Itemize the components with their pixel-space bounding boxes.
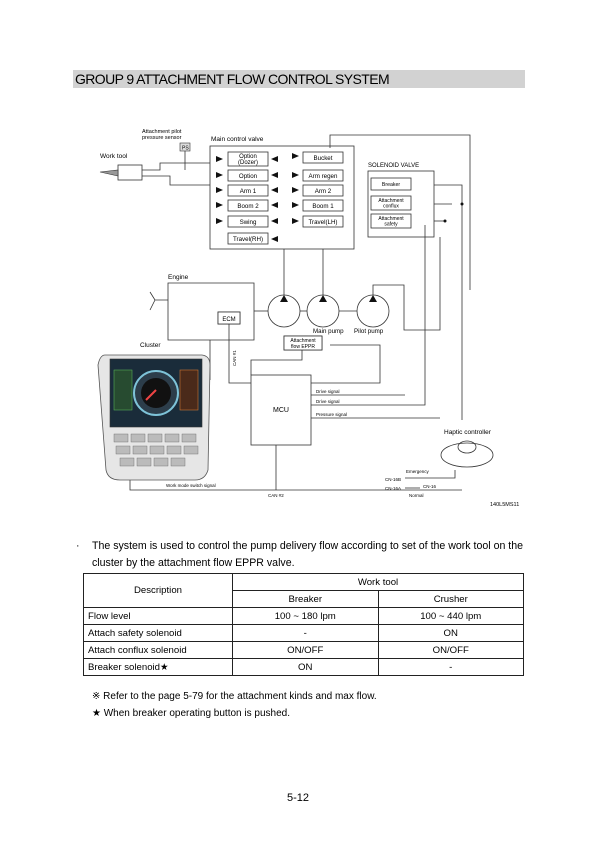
normal-label: Normal — [409, 493, 424, 498]
work-tool-label: Work tool — [100, 153, 128, 160]
ps-label-2: pressure sensor — [142, 135, 182, 141]
table-row: Attach safety solenoid - ON — [83, 624, 524, 642]
solenoid-safety-2: safety — [384, 222, 398, 228]
ps-label-1: Attachment pilot — [142, 129, 182, 135]
valve-option-dozer-2: (Dozer) — [238, 160, 258, 166]
row-label: Breaker solenoid★ — [83, 658, 233, 676]
drive-signal-2: Drive signal — [316, 399, 340, 404]
engine-fan — [149, 291, 168, 311]
attachment-flow-diagram: Attachment pilot pressure sensor PS Main… — [97, 129, 519, 508]
cluster-display[interactable] — [97, 354, 211, 481]
cn16b-label: CN-16B — [385, 477, 401, 482]
valve-boom2: Boom 2 — [237, 203, 259, 210]
valve-arm2: Arm 2 — [315, 188, 332, 195]
drive-signal-1: Drive signal — [316, 389, 340, 394]
solenoid-conflux-2: conflux — [383, 204, 399, 210]
pressure-sensor — [179, 142, 191, 152]
description-text: The system is used to control the pump d… — [92, 540, 524, 569]
main-control-valve-label: Main control valve — [211, 136, 264, 143]
description-bullet: · — [76, 540, 80, 552]
table-row: Flow level 100 ~ 180 lpm 100 ~ 440 lpm — [83, 607, 524, 625]
section-header: GROUP 9 ATTACHMENT FLOW CONTROL SYSTEM — [73, 70, 525, 88]
valve-travel-rh: Travel(RH) — [233, 236, 263, 243]
notes: ※ Refer to the page 5-79 for the attachm… — [92, 688, 377, 722]
row-value: ON — [377, 624, 524, 642]
engine-box — [167, 282, 255, 341]
main-pump-label: Main pump — [313, 328, 344, 335]
row-value: ON/OFF — [377, 641, 524, 659]
row-value: - — [377, 658, 524, 676]
column-breaker: Breaker — [232, 590, 379, 608]
row-value: 100 ~ 440 lpm — [377, 607, 524, 625]
row-value: 100 ~ 180 lpm — [232, 607, 379, 625]
description: · The system is used to control the pump… — [76, 538, 528, 572]
ps-tag: PS — [182, 146, 189, 152]
row-label: Attach conflux solenoid — [83, 641, 233, 659]
solenoid-breaker: Breaker — [382, 182, 400, 188]
row-value: ON/OFF — [232, 641, 379, 659]
valve-travel-lh: Travel(LH) — [309, 219, 338, 226]
work-mode-signal-label: Work mode switch signal — [166, 483, 216, 488]
haptic-controller[interactable] — [440, 442, 494, 468]
valve-arm-regen: Arm regen — [309, 173, 338, 180]
note-breaker: ★ When breaker operating button is pushe… — [92, 708, 290, 719]
description-header: Description — [83, 573, 233, 608]
row-label: Attach safety solenoid — [83, 624, 233, 642]
row-label: Flow level — [83, 607, 233, 625]
table-row: Attach conflux solenoid ON/OFF ON/OFF — [83, 641, 524, 659]
main-control-valve-box — [209, 145, 355, 250]
valve-arm1: Arm 1 — [240, 188, 257, 195]
solenoid-safety-1: Attachment — [378, 216, 404, 222]
eppr-label-2: flow EPPR — [291, 344, 315, 350]
pressure-signal: Pressure signal — [316, 412, 347, 417]
work-tool-tip — [99, 169, 119, 177]
cluster-label: Cluster — [140, 342, 161, 349]
eppr-label-1: Attachment — [290, 338, 316, 344]
solenoid-conflux-1: Attachment — [378, 198, 404, 204]
column-crusher: Crusher — [377, 590, 524, 608]
row-value: - — [232, 624, 379, 642]
figure-code: 140L5MS11 — [490, 502, 519, 508]
engine-label: Engine — [168, 274, 189, 281]
ecm-label: ECM — [222, 317, 235, 323]
can2-label: CAN #2 — [268, 493, 284, 498]
work-tool-header: Work tool — [232, 573, 524, 591]
emergency-label: Emergency — [406, 469, 430, 474]
valve-option-dozer-1: Option — [239, 154, 257, 160]
can1-label: CAN #1 — [232, 350, 237, 366]
mcu-label: MCU — [273, 407, 289, 414]
cn16a-label: CN-16A — [385, 486, 401, 491]
note-refer: ※ Refer to the page 5-79 for the attachm… — [92, 691, 377, 702]
mcu-box — [250, 374, 312, 446]
valve-boom1: Boom 1 — [312, 203, 334, 210]
row-value: ON — [232, 658, 379, 676]
valve-bucket: Bucket — [314, 155, 333, 162]
work-tool-body — [117, 164, 143, 181]
haptic-label: Haptic controller — [444, 429, 492, 436]
section-title: GROUP 9 ATTACHMENT FLOW CONTROL SYSTEM — [75, 71, 390, 87]
pilot-pump-label: Pilot pump — [354, 328, 384, 335]
page-number: 5-12 — [286, 792, 310, 804]
table-row: Breaker solenoid★ ON - — [83, 658, 524, 676]
valve-option: Option — [239, 173, 258, 180]
solenoid-title: SOLENOID VALVE — [368, 163, 419, 169]
valve-swing: Swing — [240, 219, 257, 226]
work-tool-table: Description Work tool Breaker Crusher Fl… — [83, 573, 524, 676]
cn16-label: CN-16 — [423, 484, 437, 489]
